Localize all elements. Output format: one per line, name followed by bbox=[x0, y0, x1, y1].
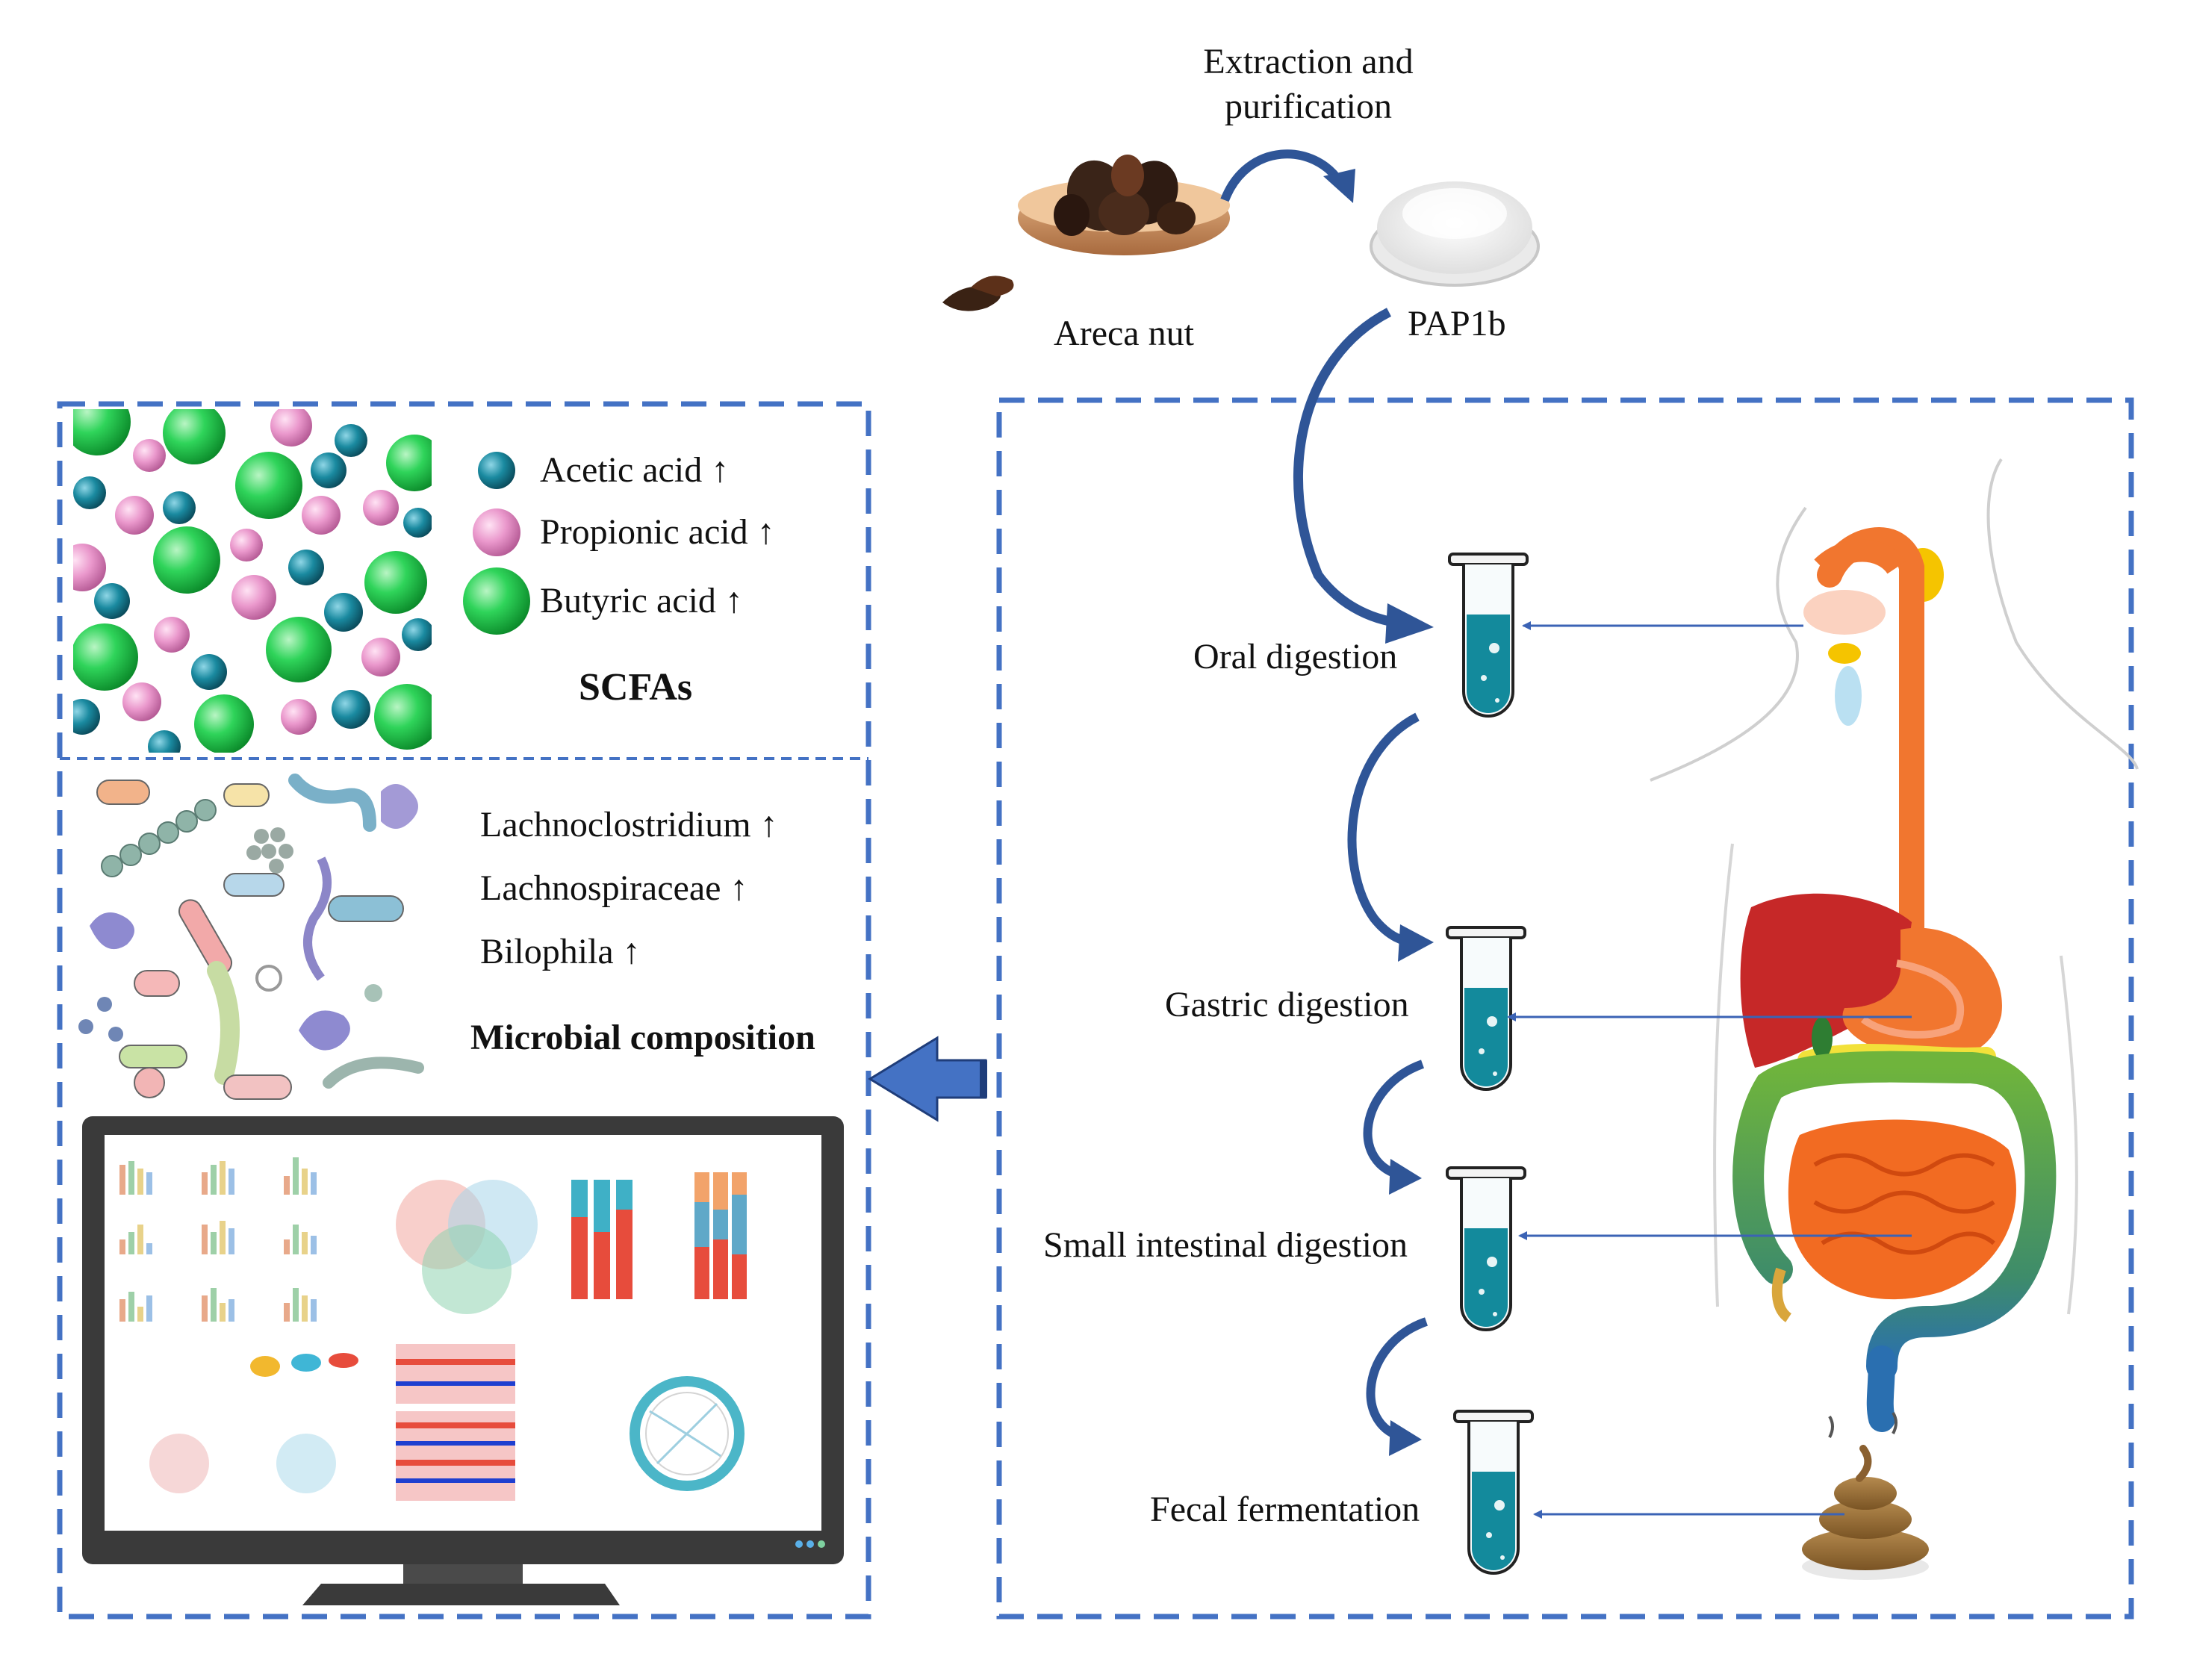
butyric-acid-marker bbox=[463, 567, 530, 635]
pap1b-label: PAP1b bbox=[1408, 304, 1506, 343]
small-intestinal-test-tube bbox=[1446, 1166, 1526, 1331]
right-panel-frame bbox=[996, 397, 2134, 1620]
stage-oral-label: Oral digestion bbox=[1193, 637, 1398, 676]
oral-test-tube bbox=[1448, 553, 1529, 718]
results-monitor bbox=[82, 1116, 844, 1605]
human-digestive-system-illustration bbox=[1650, 458, 2139, 1432]
areca-nut-illustration bbox=[942, 155, 1230, 311]
propionic-acid-marker bbox=[473, 508, 520, 556]
areca-nut-label: Areca nut bbox=[1054, 314, 1194, 353]
extraction-arrow bbox=[1220, 149, 1355, 203]
butyric-acid-label: Butyric acid ↑ bbox=[540, 581, 743, 620]
scfa-molecule-pattern bbox=[73, 409, 432, 753]
stage-gastric-label: Gastric digestion bbox=[1165, 985, 1409, 1024]
fecal-test-tube bbox=[1453, 1410, 1534, 1575]
acetic-acid-label: Acetic acid ↑ bbox=[540, 450, 730, 490]
left-panel-frame bbox=[57, 401, 871, 1620]
scfa-title: SCFAs bbox=[579, 666, 693, 709]
small-to-fecal-arrow bbox=[1366, 1317, 1429, 1456]
extraction-label-line1: Extraction and bbox=[1203, 42, 1413, 81]
propionic-acid-label: Propionic acid ↑ bbox=[540, 512, 775, 552]
microbial-composition-title: Microbial composition bbox=[470, 1018, 815, 1057]
results-block-arrow bbox=[868, 1036, 987, 1122]
stage-fecal-label: Fecal fermentation bbox=[1150, 1490, 1420, 1529]
microbes-pattern bbox=[73, 763, 435, 1107]
gastric-test-tube bbox=[1446, 926, 1526, 1091]
microbe-item-3: Bilophila ↑ bbox=[480, 932, 641, 971]
pap-to-oral-arrow bbox=[1293, 308, 1434, 644]
gastric-to-small-arrow bbox=[1363, 1060, 1425, 1195]
pap1b-powder-illustration bbox=[1370, 181, 1540, 287]
microbe-item-2: Lachnospiraceae ↑ bbox=[480, 868, 748, 908]
microbe-item-1: Lachnoclostridium ↑ bbox=[480, 805, 778, 844]
stage-small-intestinal-label: Small intestinal digestion bbox=[1043, 1225, 1408, 1265]
feces-illustration bbox=[1802, 1411, 1929, 1580]
oral-to-gastric-arrow bbox=[1347, 712, 1434, 962]
extraction-label-line2: purification bbox=[1225, 87, 1392, 126]
acetic-acid-marker bbox=[478, 452, 515, 489]
